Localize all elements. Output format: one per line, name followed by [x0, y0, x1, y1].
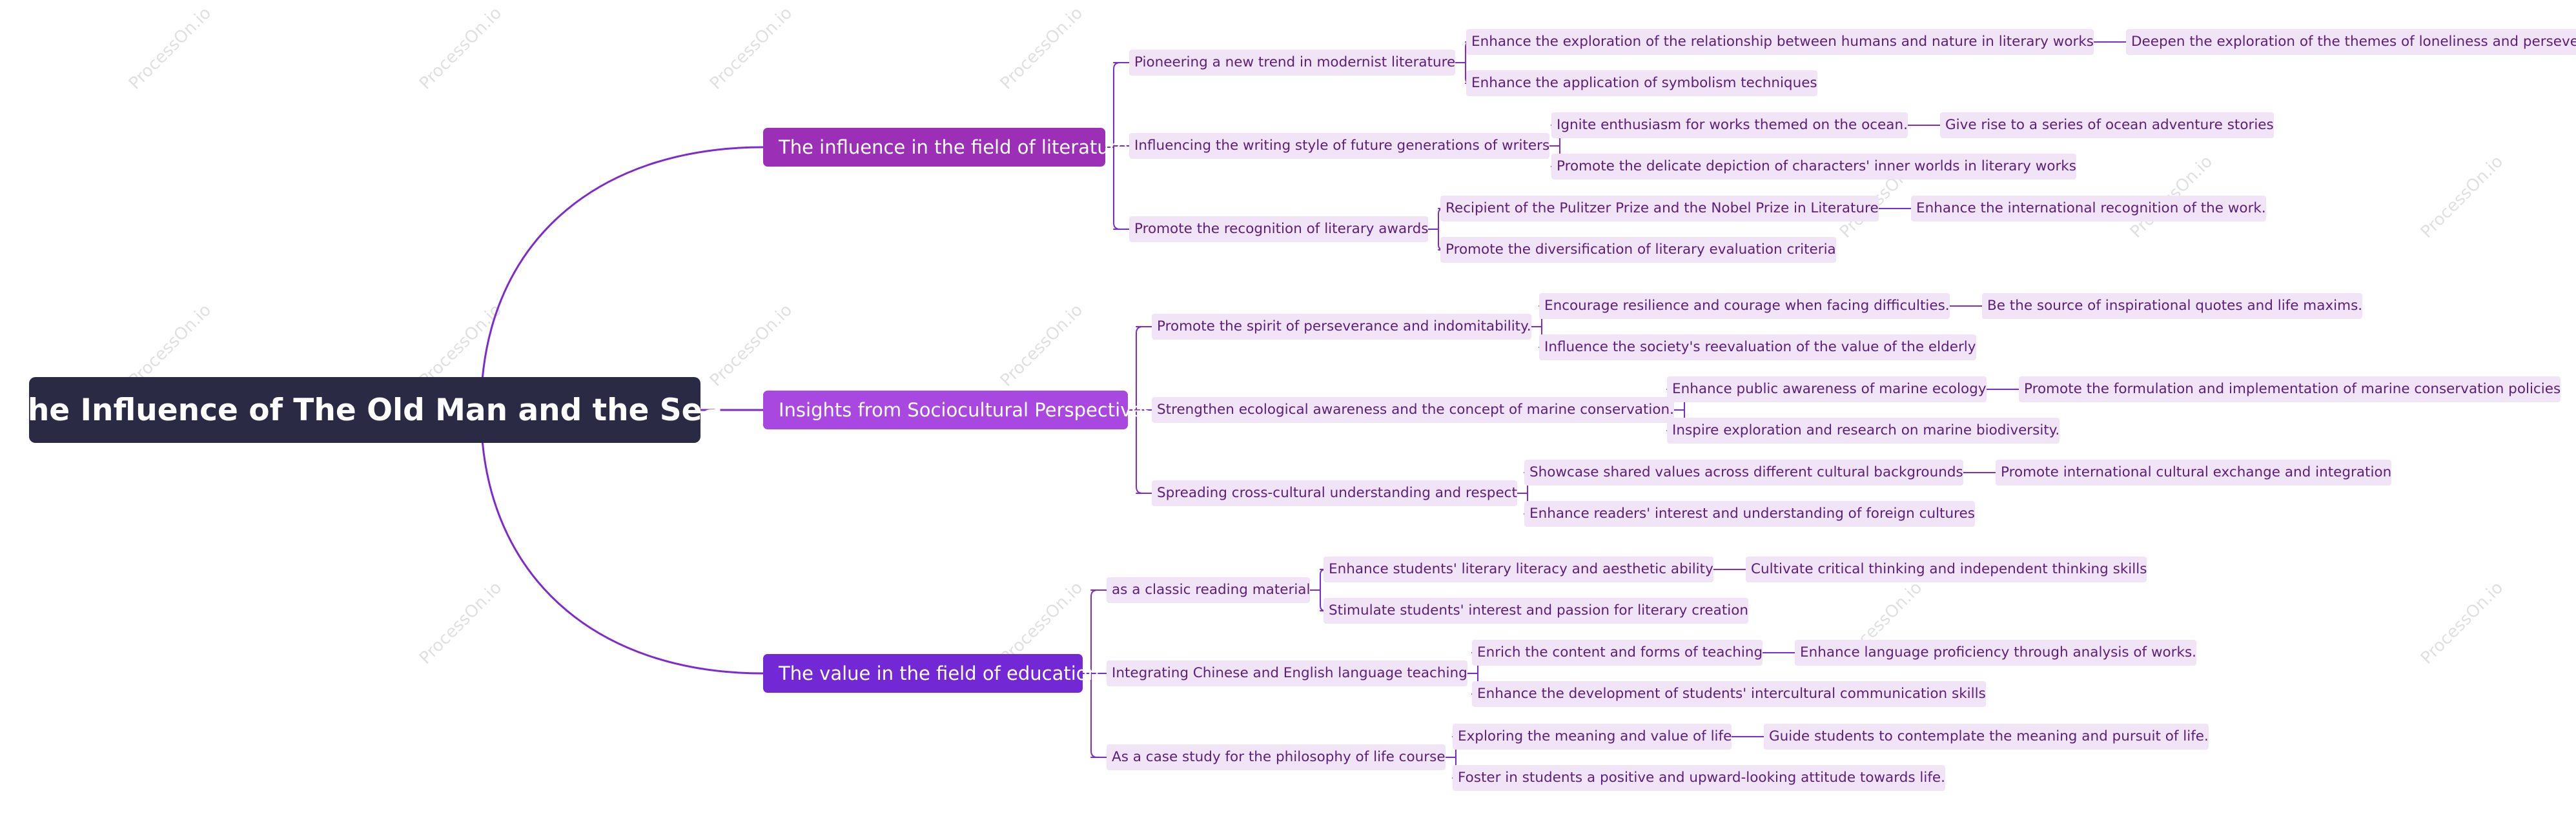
subtopic-leaf[interactable]: Enhance language proficiency through ana…: [1795, 640, 2197, 666]
subtopic-detail[interactable]: Enhance the application of symbolism tec…: [1466, 70, 1817, 96]
subtopic-leaf[interactable]: Enhance the international recognition of…: [1911, 196, 2266, 221]
subtopic[interactable]: Influencing the writing style of future …: [1129, 133, 1550, 159]
branch-topic[interactable]: Insights from Sociocultural Perspectives: [763, 391, 1152, 429]
root-topic[interactable]: The Influence of The Old Man and the Sea: [7, 377, 722, 443]
subtopic[interactable]: Pioneering a new trend in modernist lite…: [1129, 50, 1456, 76]
subtopic-leaf[interactable]: Promote the formulation and implementati…: [2019, 376, 2561, 402]
subtopic-detail[interactable]: Foster in students a positive and upward…: [1453, 765, 1945, 791]
subtopic-leaf[interactable]: Be the source of inspirational quotes an…: [1982, 293, 2363, 319]
subtopic[interactable]: As a case study for the philosophy of li…: [1107, 744, 1446, 770]
subtopic-detail[interactable]: Encourage resilience and courage when fa…: [1539, 293, 1950, 319]
subtopic-leaf[interactable]: Give rise to a series of ocean adventure…: [1940, 112, 2274, 138]
connector-line: [480, 146, 764, 411]
subtopic-detail[interactable]: Showcase shared values across different …: [1524, 460, 1963, 486]
subtopic-detail[interactable]: Stimulate students' interest and passion…: [1324, 598, 1748, 624]
subtopic-detail[interactable]: Inspire exploration and research on mari…: [1667, 418, 2060, 444]
subtopic-detail[interactable]: Enrich the content and forms of teaching: [1472, 640, 1763, 666]
connector-line: [480, 409, 764, 675]
subtopic-detail[interactable]: Ignite enthusiasm for works themed on th…: [1551, 112, 1908, 138]
subtopic-leaf[interactable]: Cultivate critical thinking and independ…: [1746, 557, 2147, 582]
subtopic[interactable]: Promote the spirit of perseverance and i…: [1152, 314, 1531, 340]
subtopic-detail[interactable]: Exploring the meaning and value of life: [1453, 724, 1732, 750]
subtopic-detail[interactable]: Enhance students' literary literacy and …: [1324, 557, 1713, 582]
subtopic[interactable]: as a classic reading material: [1107, 577, 1311, 603]
subtopic[interactable]: Promote the recognition of literary awar…: [1129, 216, 1429, 242]
subtopic-detail[interactable]: Promote the diversification of literary …: [1440, 237, 1836, 263]
branch-topic[interactable]: The value in the field of education: [763, 654, 1099, 693]
subtopic-detail[interactable]: Enhance readers' interest and understand…: [1524, 501, 1975, 527]
subtopic-detail[interactable]: Recipient of the Pulitzer Prize and the …: [1440, 196, 1879, 221]
branch-topic[interactable]: The influence in the field of literature: [763, 128, 1128, 167]
subtopic-detail[interactable]: Enhance the development of students' int…: [1472, 681, 1986, 707]
subtopic[interactable]: Spreading cross-cultural understanding a…: [1152, 480, 1517, 506]
subtopic-detail[interactable]: Enhance the exploration of the relations…: [1466, 29, 2094, 55]
subtopic[interactable]: Integrating Chinese and English language…: [1107, 660, 1467, 686]
subtopic-detail[interactable]: Influence the society's reevaluation of …: [1539, 334, 1976, 360]
subtopic[interactable]: Strengthen ecological awareness and the …: [1152, 397, 1674, 423]
subtopic-leaf[interactable]: Guide students to contemplate the meanin…: [1764, 724, 2209, 750]
subtopic-leaf[interactable]: Deepen the exploration of the themes of …: [2126, 29, 2576, 55]
subtopic-leaf[interactable]: Promote international cultural exchange …: [1996, 460, 2392, 486]
subtopic-detail[interactable]: Enhance public awareness of marine ecolo…: [1667, 376, 1987, 402]
subtopic-detail[interactable]: Promote the delicate depiction of charac…: [1551, 154, 2076, 179]
